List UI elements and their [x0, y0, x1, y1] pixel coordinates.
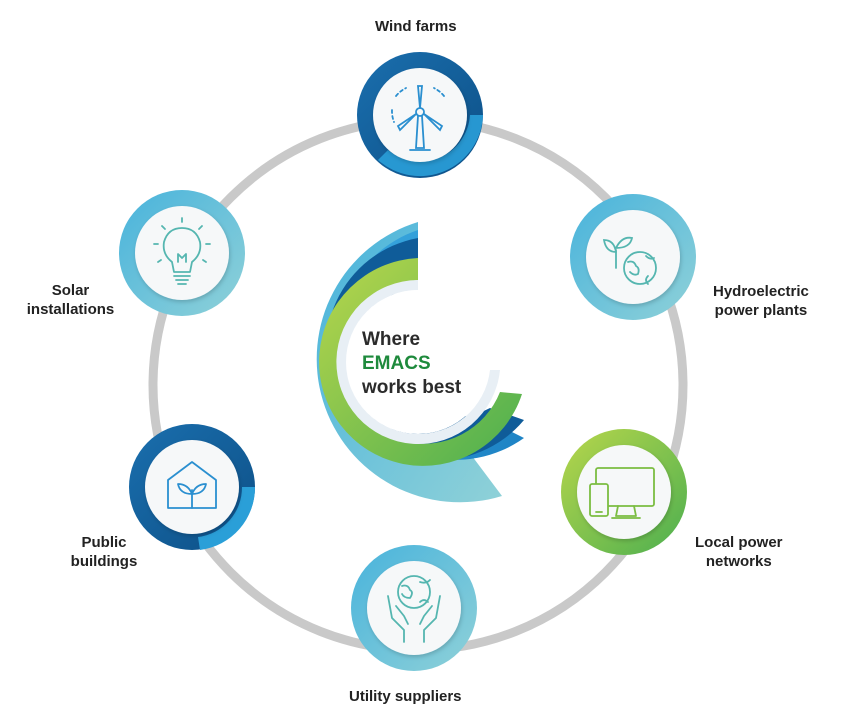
wind-turbine-icon: [391, 85, 445, 151]
light-bulb-icon: [153, 217, 211, 285]
center-title-line3: works best: [362, 377, 462, 398]
label-hydroelectric-line2: power plants: [714, 302, 808, 319]
node-public-buildings: [129, 424, 256, 550]
label-wind-farms-text: Wind farms: [375, 18, 457, 35]
node-wind-farms: [357, 52, 483, 178]
label-local-power-line2: networks: [705, 553, 772, 570]
node-local-power: [561, 429, 687, 555]
label-public-buildings: Public buildings: [69, 533, 139, 571]
center-title-line1: Where: [362, 329, 421, 350]
node-solar: [119, 190, 245, 316]
label-public-buildings-line1: Public: [81, 534, 127, 551]
center-arcs: [316, 222, 524, 503]
label-solar: Solar installations: [18, 281, 123, 319]
devices-icon: [589, 467, 655, 519]
house-plant-icon: [167, 461, 217, 509]
label-hydroelectric: Hydroelectric power plants: [713, 282, 809, 320]
label-public-buildings-line2: buildings: [70, 553, 138, 570]
label-local-power: Local power networks: [695, 533, 783, 571]
label-solar-line2: installations: [26, 301, 115, 318]
hands-globe-icon: [387, 575, 441, 643]
center-title-brand: EMACS: [362, 353, 431, 374]
label-wind-farms: Wind farms: [375, 17, 457, 36]
label-utility-suppliers: Utility suppliers: [349, 687, 462, 706]
label-local-power-line1: Local power: [695, 534, 783, 551]
plant-globe-icon: [602, 236, 657, 285]
label-solar-line1: Solar: [51, 282, 90, 299]
center-title: Where EMACS works best: [362, 328, 461, 400]
label-utility-suppliers-text: Utility suppliers: [349, 688, 462, 705]
center-disc: [346, 290, 490, 434]
node-hydroelectric: [570, 194, 696, 320]
label-hydroelectric-line1: Hydroelectric: [713, 283, 809, 300]
